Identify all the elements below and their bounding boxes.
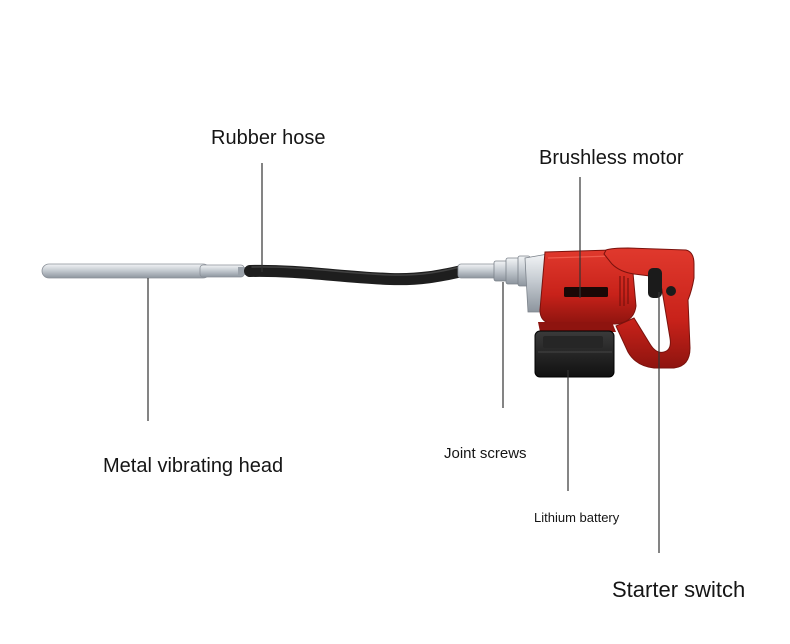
label-brushless-motor: Brushless motor [539,147,684,169]
metal-vibrating-head [41,263,252,279]
leader-lines [147,163,660,553]
motor-housing [524,249,637,325]
label-joint-screws: Joint screws [444,445,527,462]
rubber-hose [244,264,468,286]
label-metal-vibrating-head: Metal vibrating head [103,455,284,477]
label-rubber-hose: Rubber hose [211,127,326,149]
handle [603,247,695,369]
joint-coupling [457,255,531,287]
starter-switch-knob [666,286,676,296]
lithium-battery [534,322,616,378]
label-lithium-battery: Lithium battery [534,510,620,525]
label-starter-switch: Starter switch [612,577,746,602]
